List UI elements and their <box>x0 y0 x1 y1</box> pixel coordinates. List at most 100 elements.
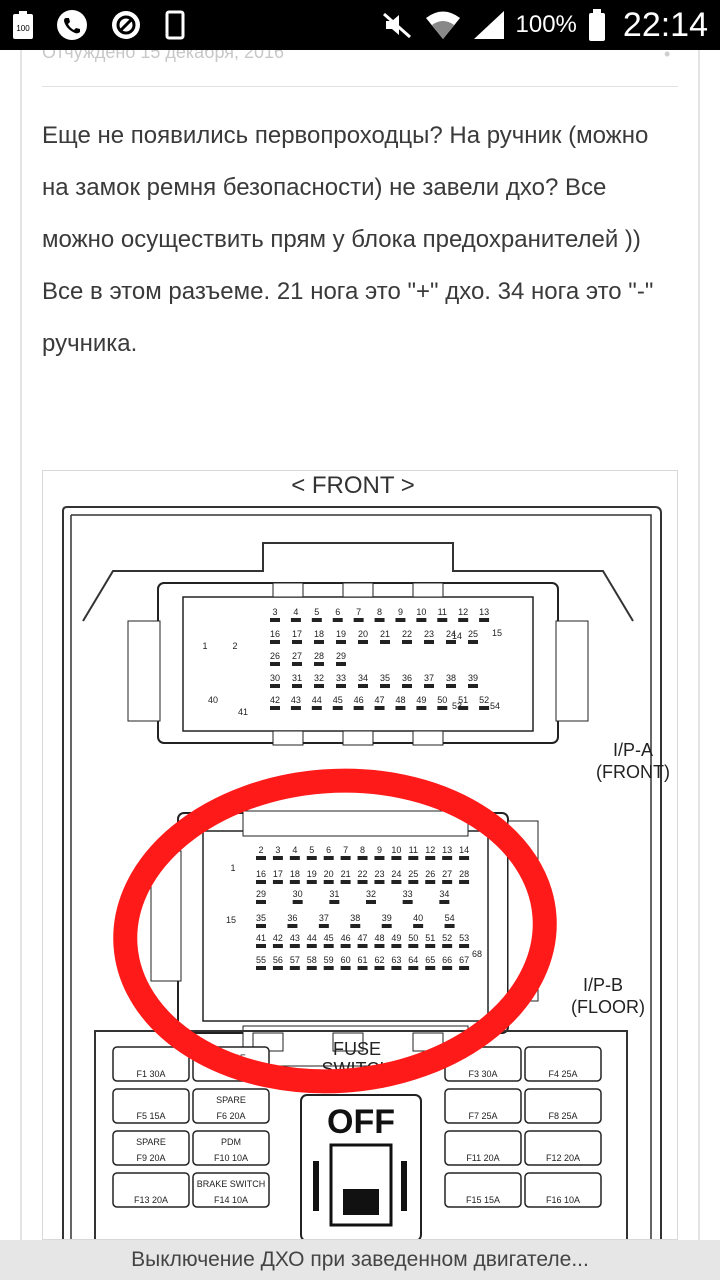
connector-a-pin <box>270 684 280 688</box>
bottom-title-bar[interactable]: Выключение ДХО при заведенном двигателе.… <box>0 1240 720 1280</box>
connector-b-pin <box>272 944 283 948</box>
more-icon[interactable]: • <box>664 44 671 64</box>
connector-a-pin-label: 25 <box>468 629 478 639</box>
connector-b-pin-label: 14 <box>459 845 469 855</box>
connector-b-pin-label: 66 <box>442 955 452 965</box>
fuse-right-value: F11 20A <box>466 1153 499 1163</box>
fuse-right <box>524 1046 602 1082</box>
fuse-left-value: F13 20A <box>134 1195 168 1205</box>
connector-b-pin <box>459 880 470 884</box>
connector-a-pin <box>336 662 346 666</box>
phone-icon <box>56 9 88 41</box>
connector-b-pin <box>272 856 283 860</box>
connector-b-pin-label: 6 <box>326 845 331 855</box>
fuse-right-value: F8 25A <box>548 1111 577 1121</box>
connector-b-pin <box>272 966 283 970</box>
connector-a-pin <box>468 684 478 688</box>
connector-b-pin-label: 46 <box>341 933 351 943</box>
connector-a-pin-label: 9 <box>398 607 403 617</box>
connector-b-pin <box>350 924 361 928</box>
connector-a-pin-label: 47 <box>375 695 385 705</box>
connector-a-pin <box>292 662 302 666</box>
connector-b-pin-label: 52 <box>442 933 452 943</box>
connector-b-pin-label: 11 <box>409 845 418 855</box>
connector-b-pin <box>289 944 300 948</box>
connector-b-pin <box>408 880 419 884</box>
fuse-right-value: F4 25A <box>548 1069 577 1079</box>
connector-b-pin <box>323 944 334 948</box>
connector-b-pin <box>442 856 453 860</box>
connector-b-pin-label: 13 <box>442 845 452 855</box>
connector-a-pin-label: 35 <box>380 673 390 683</box>
connector-a-pin <box>270 706 280 710</box>
connector-b-pin-label: 44 <box>307 933 317 943</box>
connector-a-pin <box>380 684 390 688</box>
connector-b-pin-label: 20 <box>324 869 334 879</box>
connector-b-pin-label: 34 <box>439 889 449 899</box>
connector-a-pin-label: 37 <box>424 673 434 683</box>
connector-b-pin <box>391 966 402 970</box>
connector-a-pin <box>458 706 469 710</box>
connector-b-pin <box>357 856 368 860</box>
connector-b-pin <box>402 900 413 904</box>
connector-b-pin-label: 40 <box>413 913 423 923</box>
fuse-left-value: F9 20A <box>136 1153 165 1163</box>
connector-b-pin <box>374 944 385 948</box>
connector-a-pin-label: 23 <box>424 629 434 639</box>
connector-b-pin <box>289 856 300 860</box>
fuse-right-value: F15 15A <box>466 1195 500 1205</box>
mute-icon <box>380 10 414 40</box>
connector-b-pin-label: 64 <box>408 955 418 965</box>
connector-a-pin-label: 8 <box>377 607 382 617</box>
connector-a-pin <box>358 640 368 644</box>
connector-b-pin <box>340 856 351 860</box>
connector-a-pin <box>380 640 390 644</box>
connector-b-pin <box>287 924 298 928</box>
connector-b-pin-label: 3 <box>275 845 280 855</box>
connector-b-pin <box>340 966 351 970</box>
connector-b-pin <box>357 966 368 970</box>
connector-a-pin <box>292 640 302 644</box>
connector-b-pin <box>323 880 334 884</box>
connector-b-pin <box>306 966 317 970</box>
connector-a-pin-label: 32 <box>314 673 324 683</box>
fuse-box-inner-outline <box>70 514 652 1239</box>
connector-b-pin-label: 50 <box>408 933 418 943</box>
fuse-right-value: F3 30A <box>468 1069 497 1079</box>
connector-b-pin-label: 47 <box>358 933 368 943</box>
card-border-right <box>698 50 700 1240</box>
connector-b-pin <box>391 944 402 948</box>
connector-a-side-pin-label: 53 <box>452 701 462 711</box>
fuse-left <box>112 1130 190 1166</box>
connector-a-pin-label: 46 <box>354 695 364 705</box>
connector-a-pin-label: 31 <box>292 673 302 683</box>
connector-a-pin-label: 39 <box>468 673 478 683</box>
connector-b-pin <box>391 880 402 884</box>
connector-a-pin <box>336 684 346 688</box>
connector-b-pin-label: 21 <box>341 869 351 879</box>
connector-a-pin-label: 17 <box>292 629 302 639</box>
fuse-box-top-shape <box>82 542 634 622</box>
switch-body[interactable] <box>329 1143 393 1227</box>
connector-b-pin-label: 28 <box>459 869 469 879</box>
connector-a-pin-label: 11 <box>438 607 447 617</box>
connector-b-pin <box>323 966 334 970</box>
connector-a-pin-label: 42 <box>270 695 280 705</box>
status-left-icons: 100 <box>12 9 186 41</box>
connector-b-pin <box>340 880 351 884</box>
connector-b-pin-label: 37 <box>319 913 329 923</box>
connector-a-pin <box>353 706 364 710</box>
connector-a-pin <box>292 684 302 688</box>
connector-a-pin <box>290 618 301 622</box>
connector-b-pin-label: 10 <box>391 845 401 855</box>
post-body: Еще не появились первопроходцы? На ручни… <box>42 122 654 357</box>
connector-b-pin-label: 61 <box>358 955 368 965</box>
connector-a-pin <box>468 640 478 644</box>
connector-b-pin <box>425 966 436 970</box>
connector-a-pin-label: 45 <box>333 695 343 705</box>
connector-a-pin-label: 20 <box>358 629 368 639</box>
connector-b-side-pin-label: 1 <box>230 863 235 873</box>
